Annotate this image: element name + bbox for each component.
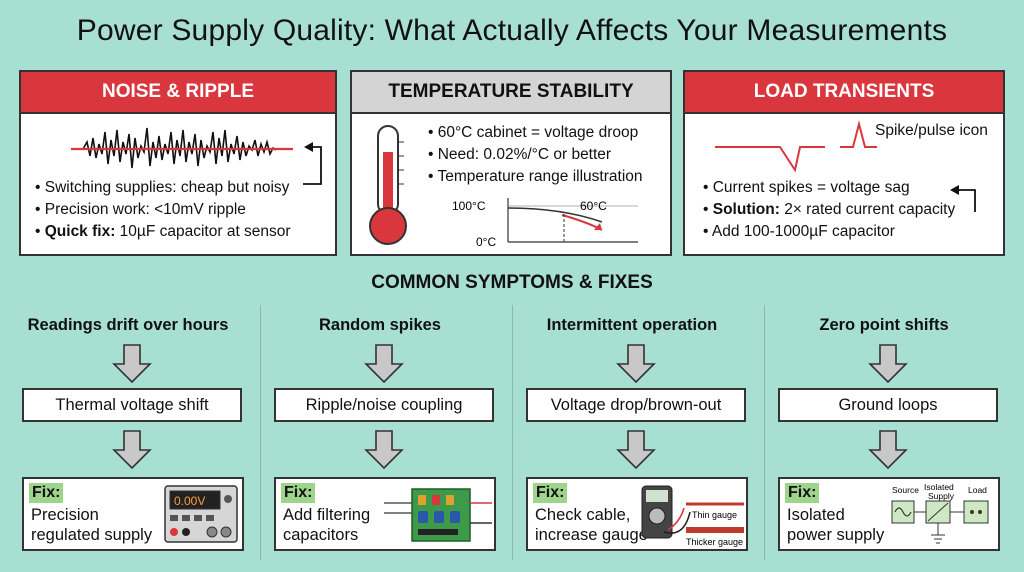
cause-box: Ripple/noise coupling — [274, 388, 494, 422]
noise-waveform-icon — [71, 127, 322, 185]
down-arrow-icon — [616, 430, 656, 470]
symptom-title: Zero point shifts — [819, 316, 949, 334]
fix-tag: Fix: — [281, 483, 316, 503]
noise-ripple-card: NOISE & RIPPLE • Switching supplies: che… — [19, 70, 337, 256]
source-label: Source — [892, 485, 919, 495]
load-bullet-2: • Solution: 2× rated current capacity — [703, 201, 956, 218]
noise-ripple-header: NOISE & RIPPLE — [21, 72, 335, 114]
column-divider — [260, 305, 261, 560]
symptom-title: Intermittent operation — [546, 316, 718, 334]
isolated-label: Isolated — [924, 482, 954, 492]
section-title: COMMON SYMPTOMS & FIXES — [371, 272, 653, 293]
display-readout: 0.00V — [174, 494, 205, 508]
column-divider — [764, 305, 765, 560]
temperature-bullet-1: • 60°C cabinet = voltage droop — [428, 124, 639, 141]
isolated-supply-icon: Source Isolated Supply Load — [891, 482, 989, 544]
graph-label-high: 100°C — [452, 199, 486, 213]
down-arrow-icon — [112, 344, 152, 384]
symptom-title: Random spikes — [319, 316, 441, 334]
fix-tag: Fix: — [785, 483, 820, 503]
load-transients-header: LOAD TRANSIENTS — [685, 72, 1003, 114]
down-arrow-icon — [112, 430, 152, 470]
fix-tag: Fix: — [29, 483, 64, 503]
down-arrow-icon — [616, 344, 656, 384]
thin-gauge-label: Thin gauge — [692, 510, 737, 520]
temperature-card: TEMPERATURE STABILITY • 60°C cabinet = v… — [350, 70, 672, 256]
load-bullets: • Current spikes = voltage sag • Solutio… — [703, 177, 955, 243]
load-bullet-3: • Add 100-1000µF capacitor — [703, 223, 895, 240]
noise-bullet-2: • Precision work: <10mV ripple — [35, 201, 246, 218]
thick-gauge-label: Thicker gauge — [686, 537, 743, 547]
multimeter-cable-icon: Thin gauge Thicker gauge — [641, 485, 744, 547]
load-bullet-1: • Current spikes = voltage sag — [703, 179, 910, 196]
noise-bullet-1: • Switching supplies: cheap but noisy — [35, 179, 290, 196]
symptom-column-zero-shift: Zero point shifts Ground loops Fix: Isol… — [756, 300, 1012, 572]
load-label: Load — [968, 485, 987, 495]
fix-tag: Fix: — [533, 483, 568, 503]
circuit-board-icon — [384, 488, 492, 542]
spike-pulse-icon — [715, 120, 976, 212]
down-arrow-icon — [364, 344, 404, 384]
power-supply-icon: 0.00V — [164, 485, 238, 543]
temperature-bullets: • 60°C cabinet = voltage droop • Need: 0… — [428, 122, 643, 188]
column-divider — [512, 305, 513, 560]
symptom-column-spikes: Random spikes Ripple/noise coupling Fix:… — [252, 300, 508, 572]
spike-label: Spike/pulse icon — [875, 122, 988, 139]
cause-box: Voltage drop/brown-out — [526, 388, 746, 422]
temperature-graph: 100°C 0°C 60°C — [452, 198, 638, 249]
graph-label-low: 0°C — [476, 235, 496, 249]
graph-marker-label: 60°C — [580, 199, 607, 213]
cause-box: Ground loops — [778, 388, 998, 422]
noise-bullets: • Switching supplies: cheap but noisy • … — [35, 177, 291, 243]
down-arrow-icon — [868, 344, 908, 384]
cause-box: Thermal voltage shift — [22, 388, 242, 422]
fix-box: Fix: Check cable,increase gauge Thin gau… — [526, 477, 748, 551]
load-transients-card: LOAD TRANSIENTS Spike/pulse icon • Curre… — [683, 70, 1005, 256]
supply-label: Supply — [928, 491, 955, 501]
symptom-title: Readings drift over hours — [27, 316, 229, 334]
temperature-bullet-2: • Need: 0.02%/°C or better — [428, 146, 612, 163]
down-arrow-icon — [868, 430, 908, 470]
noise-bullet-3: • Quick fix: 10µF capacitor at sensor — [35, 223, 291, 240]
fix-text: Check cable,increase gauge — [535, 506, 648, 544]
symptom-column-drift: Readings drift over hours Thermal voltag… — [0, 300, 256, 572]
temperature-header: TEMPERATURE STABILITY — [352, 72, 670, 114]
thermometer-icon — [369, 125, 407, 245]
page-title: Power Supply Quality: What Actually Affe… — [76, 14, 948, 47]
down-arrow-icon — [364, 430, 404, 470]
symptom-column-intermittent: Intermittent operation Voltage drop/brow… — [504, 300, 760, 572]
temperature-bullet-3: • Temperature range illustration — [428, 168, 643, 185]
